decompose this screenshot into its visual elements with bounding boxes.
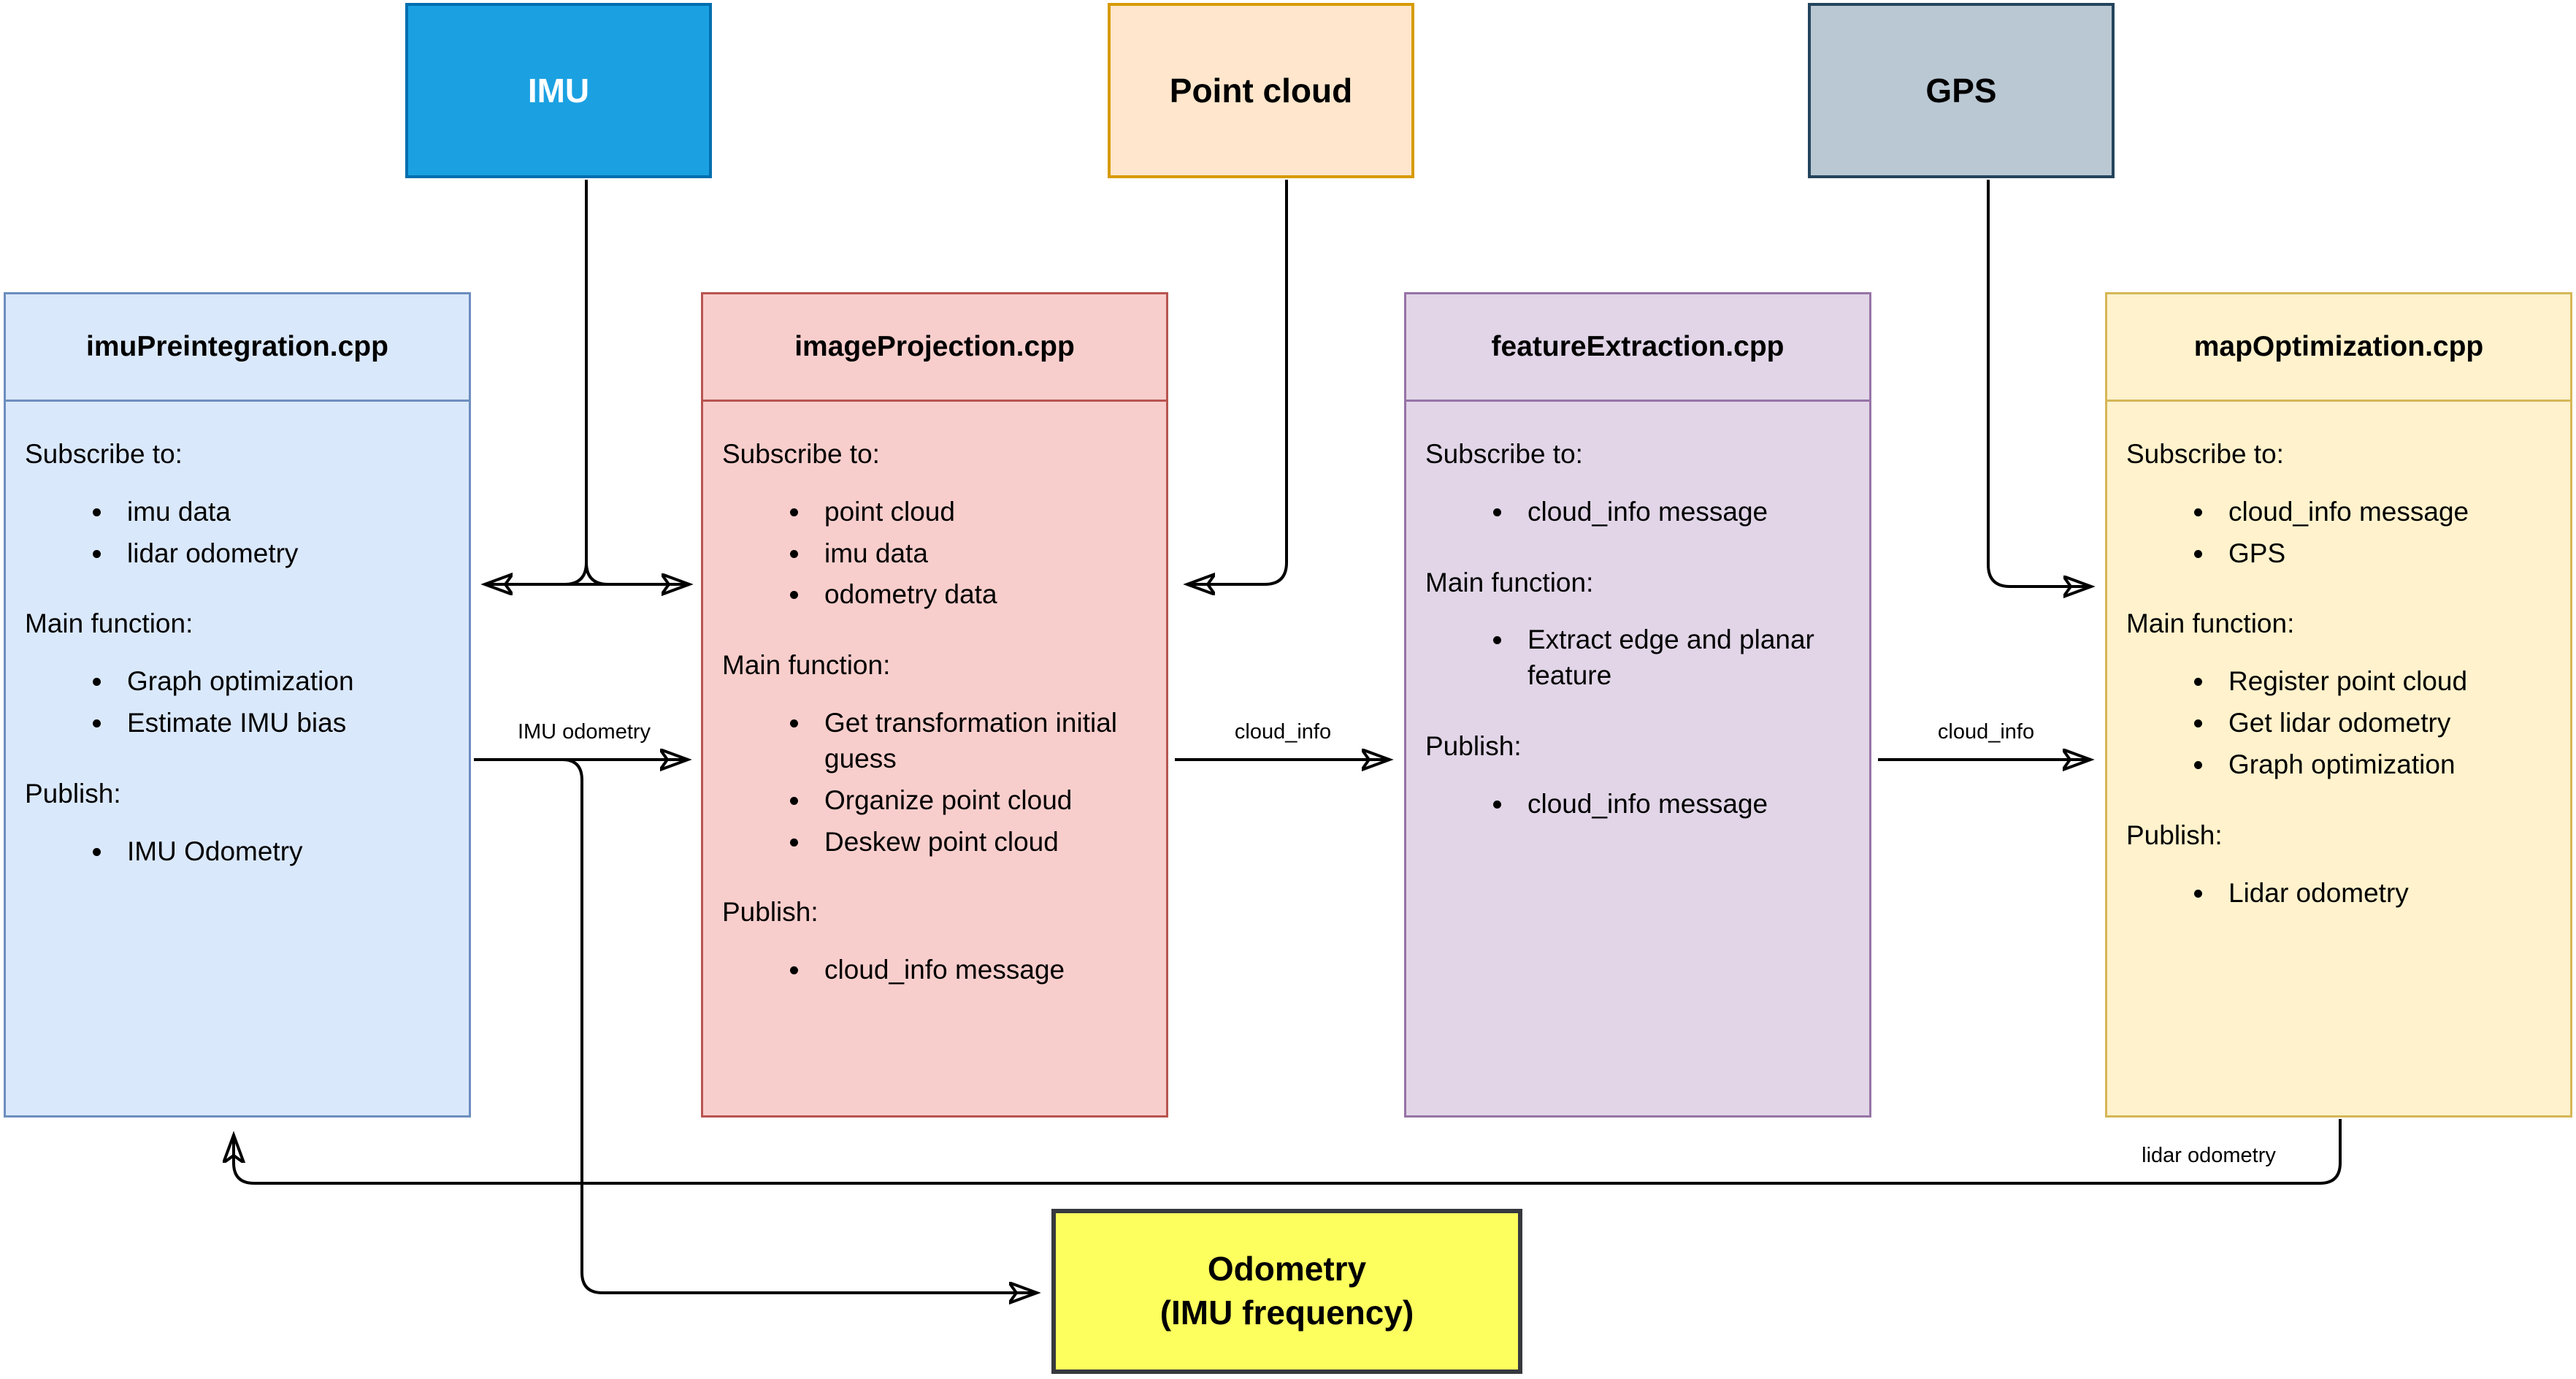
edge-imu-odometry-branch bbox=[561, 758, 1035, 1293]
section-item-list: imu data lidar odometry bbox=[6, 494, 469, 572]
list-item: Estimate IMU bias bbox=[114, 706, 463, 741]
section-label: Subscribe to: bbox=[2126, 439, 2284, 469]
imu-label: IMU bbox=[527, 72, 590, 110]
list-item: cloud_info message bbox=[1514, 787, 1863, 822]
module-title: mapOptimization.cpp bbox=[2107, 294, 2570, 402]
list-item: IMU Odometry bbox=[114, 834, 463, 870]
list-item: Deskew point cloud bbox=[811, 825, 1160, 860]
section-label: Publish: bbox=[2126, 820, 2223, 850]
list-item: odometry data bbox=[811, 577, 1160, 613]
section-item-list: cloud_info message bbox=[1406, 494, 1869, 530]
edge-label-imu-odometry: IMU odometry bbox=[517, 720, 651, 744]
section-item-list: Graph optimizationEstimate IMU bias bbox=[6, 664, 469, 741]
section-item-list: cloud_info message bbox=[1406, 787, 1869, 822]
module-body: Subscribe to: imu data lidar odometryMain … bbox=[6, 402, 469, 1115]
section-label: Publish: bbox=[722, 897, 819, 928]
module-body: Subscribe to: cloud_info messageGPS Main f… bbox=[2107, 402, 2570, 1115]
list-item: GPS bbox=[2215, 536, 2564, 572]
section-item-list: cloud_info messageGPS bbox=[2107, 494, 2570, 572]
section-label: Main function: bbox=[722, 650, 891, 681]
gps-label: GPS bbox=[1925, 72, 1997, 110]
module-title: imuPreintegration.cpp bbox=[6, 294, 469, 402]
edge-label-cloud-info-1: cloud_info bbox=[1234, 720, 1332, 744]
list-item: Graph optimization bbox=[2215, 747, 2564, 783]
list-item: point cloud bbox=[811, 494, 1160, 530]
section-label: Subscribe to: bbox=[722, 439, 880, 469]
edge-label-lidar-odometry: lidar odometry bbox=[2142, 1144, 2276, 1167]
list-item: imu data bbox=[811, 536, 1160, 572]
section-label: Publish: bbox=[1425, 731, 1522, 762]
list-item: cloud_info message bbox=[1514, 494, 1863, 530]
odometry-label-line1: Odometry bbox=[1207, 1250, 1367, 1288]
point-cloud-input-box: Point cloud bbox=[1108, 3, 1414, 178]
section-item-list: cloud_info message bbox=[703, 952, 1166, 988]
section-item-list: point cloud imu data odometry data bbox=[703, 494, 1166, 613]
module-image-projection: imageProjection.cpp Subscribe to: point c… bbox=[701, 292, 1168, 1118]
list-item: imu data bbox=[114, 494, 463, 530]
section-item-list: Register point cloudGet lidar odometryGr… bbox=[2107, 664, 2570, 782]
section-label: Subscribe to: bbox=[25, 439, 183, 469]
odometry-label-line2: (IMU frequency) bbox=[1159, 1294, 1414, 1332]
module-title: featureExtraction.cpp bbox=[1406, 294, 1869, 402]
module-body: Subscribe to: point cloud imu data odometry… bbox=[703, 402, 1166, 1115]
list-item: Graph optimization bbox=[114, 664, 463, 700]
section-item-list: Get transformation initial guessOrganize… bbox=[703, 706, 1166, 860]
section-label: Main function: bbox=[25, 608, 193, 639]
section-label: Subscribe to: bbox=[1425, 439, 1583, 469]
point-cloud-label: Point cloud bbox=[1169, 72, 1353, 110]
edge-point-cloud bbox=[1189, 180, 1288, 584]
list-item: Lidar odometry bbox=[2215, 876, 2564, 912]
list-item: Organize point cloud bbox=[811, 783, 1160, 819]
section-label: Publish: bbox=[25, 778, 121, 809]
list-item: cloud_info message bbox=[811, 952, 1160, 988]
list-item: Extract edge and planar feature bbox=[1514, 622, 1863, 694]
section-label: Main function: bbox=[2126, 608, 2295, 639]
gps-input-box: GPS bbox=[1808, 3, 2115, 178]
module-title: imageProjection.cpp bbox=[703, 294, 1166, 402]
list-item: Get lidar odometry bbox=[2215, 706, 2564, 741]
module-feature-extraction: featureExtraction.cpp Subscribe to: cloud… bbox=[1404, 292, 1871, 1118]
imu-input-box: IMU bbox=[405, 3, 712, 178]
list-item: Register point cloud bbox=[2215, 664, 2564, 700]
list-item: Get transformation initial guess bbox=[811, 706, 1160, 777]
list-item: lidar odometry bbox=[114, 536, 463, 572]
edge-imu-stem-right bbox=[585, 562, 609, 586]
edge-lidar-odometry bbox=[234, 1119, 2342, 1185]
section-item-list: Lidar odometry bbox=[2107, 876, 2570, 912]
section-label: Main function: bbox=[1425, 567, 1594, 597]
module-imu-preintegration: imuPreintegration.cpp Subscribe to: imu d… bbox=[4, 292, 471, 1118]
section-item-list: IMU Odometry bbox=[6, 834, 469, 870]
module-map-optimization: mapOptimization.cpp Subscribe to: cloud_i… bbox=[2105, 292, 2572, 1118]
section-item-list: Extract edge and planar feature bbox=[1406, 622, 1869, 694]
odometry-output-box: Odometry (IMU frequency) bbox=[1051, 1209, 1522, 1374]
edge-gps bbox=[1987, 180, 2090, 587]
edge-label-cloud-info-2: cloud_info bbox=[1937, 720, 2035, 744]
edge-imu-stem bbox=[564, 180, 588, 586]
list-item: cloud_info message bbox=[2215, 494, 2564, 530]
